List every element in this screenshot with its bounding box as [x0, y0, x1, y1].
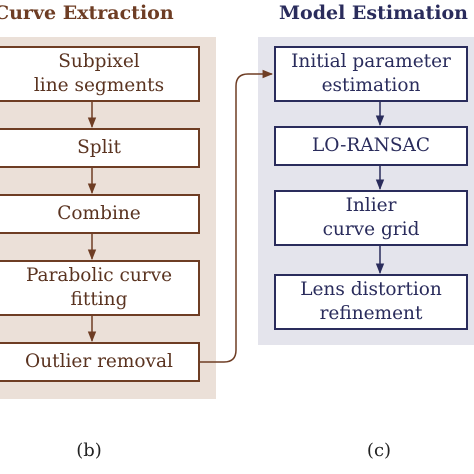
step-subpixel-line-segments: Subpixel line segments: [0, 46, 200, 102]
step-lens-distortion-refinement: Lens distortion refinement: [274, 274, 468, 330]
curve-extraction-heading: Curve Extraction: [0, 2, 174, 24]
arrow-b-to-c: [200, 69, 274, 363]
step-inlier-curve-grid: Inlier curve grid: [274, 190, 468, 246]
step-lo-ransac: LO-RANSAC: [274, 126, 468, 166]
step-outlier-removal: Outlier removal: [0, 342, 200, 382]
step-split: Split: [0, 128, 200, 168]
caption-b: (b): [76, 440, 102, 461]
step-combine: Combine: [0, 194, 200, 234]
step-initial-parameter-estimation: Initial parameter estimation: [274, 46, 468, 102]
model-estimation-heading: Model Estimation: [279, 2, 468, 24]
step-parabolic-curve-fitting: Parabolic curve fitting: [0, 260, 200, 316]
caption-c: (c): [366, 440, 392, 461]
